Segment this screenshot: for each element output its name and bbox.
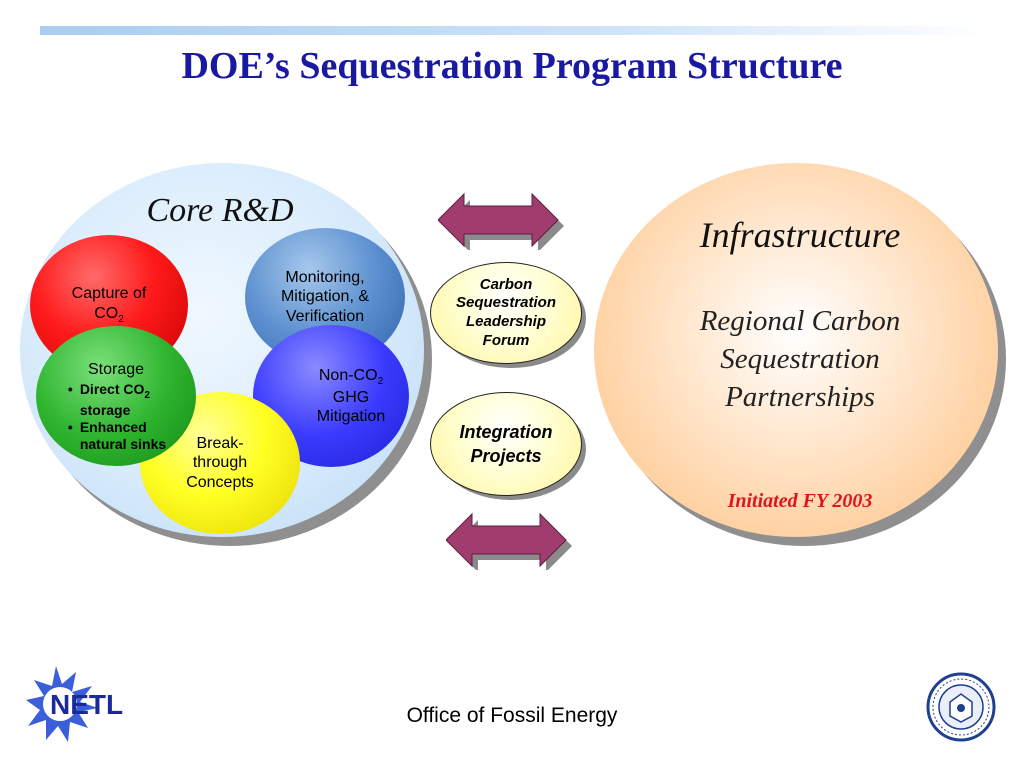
infrastructure-title: Infrastructure (699, 215, 901, 255)
netl-logo-text: NETL (50, 689, 123, 720)
integration-line1: Integration (459, 421, 553, 442)
leadership-forum-ellipse: Carbon Sequestration Leadership Forum (430, 262, 582, 364)
forum-line1: Carbon (479, 275, 533, 293)
partnerships-line1: Regional Carbon (699, 305, 901, 337)
integration-line2: Projects (470, 446, 542, 466)
core-rd-title: Core R&D (146, 192, 294, 229)
integration-projects-ellipse: Integration Projects (430, 392, 582, 496)
non-co2-line2: GHG (332, 388, 370, 406)
doe-seal (926, 672, 996, 742)
infrastructure-circle (594, 163, 998, 537)
title-accent-bar (40, 26, 990, 35)
double-arrow-icon (446, 512, 572, 570)
break-line3: Concepts (186, 473, 254, 491)
forum-line4: Forum (482, 331, 530, 349)
capture-line2: CO2 (94, 304, 124, 325)
forum-line3: Leadership (465, 313, 547, 330)
partnerships-line3: Partnerships (725, 381, 875, 413)
netl-logo: NETL (26, 666, 123, 742)
break-line1: Break- (196, 435, 244, 453)
slide-title: DOE’s Sequestration Program Structure (181, 45, 843, 87)
partnerships-text: Regional Carbon Sequestration Partnershi… (650, 302, 950, 416)
monitoring-line3: Verification (285, 307, 365, 325)
capture-line1: Capture of (71, 285, 147, 303)
break-line2: through (192, 454, 248, 472)
initiated-date: Initiated FY 2003 (727, 490, 873, 512)
partnerships-line2: Sequestration (720, 343, 880, 375)
monitoring-line1: Monitoring, (285, 269, 365, 287)
non-co2-line1: Non-CO2 (318, 366, 384, 387)
forum-line2: Sequestration (455, 294, 557, 312)
double-arrow-icon (438, 192, 564, 250)
monitoring-line2: Mitigation, & (280, 288, 370, 306)
storage-title: Storage (87, 361, 145, 378)
non-co2-line3: Mitigation (316, 408, 386, 426)
footer-office-text: Office of Fossil Energy (406, 704, 618, 727)
